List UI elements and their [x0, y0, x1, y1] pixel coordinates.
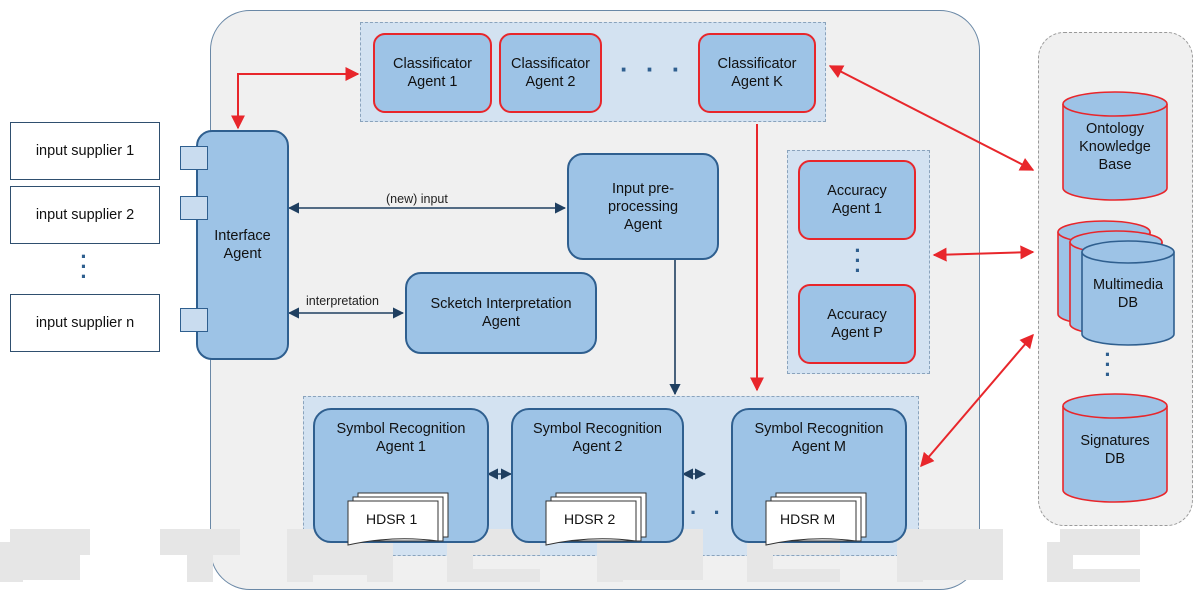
hdsr-1-icon	[347, 492, 449, 546]
classificator-agent-2: Classificator Agent 2	[499, 33, 602, 113]
supplier-ellipsis: · · ·	[80, 244, 88, 289]
link-classificator-ontology	[828, 65, 1035, 171]
ontology-db-label: Ontology Knowledge Base	[1079, 121, 1151, 173]
symbol-recognition-agent-m-label: Symbol Recognition Agent M	[754, 421, 884, 455]
link-symbol-multimedia	[920, 333, 1034, 468]
symbol-recognition-agent-1-label: Symbol Recognition Agent 1	[336, 421, 466, 455]
ontology-db-icon	[1062, 91, 1168, 201]
input-supplier-1-label: input supplier 1	[35, 143, 135, 159]
accuracy-agent-p: Accuracy Agent P	[798, 284, 916, 364]
symbol-recognition-agent-m: Symbol Recognition Agent M	[731, 408, 907, 543]
signatures-db-label: Signatures DB	[1080, 433, 1150, 467]
input-supplier-n-label: input supplier n	[35, 315, 135, 331]
classificator-agent-1: Classificator Agent 1	[373, 33, 492, 113]
input-preprocessing-agent: Input pre- processing Agent	[567, 153, 719, 260]
new-input-label: (new) input	[386, 192, 448, 206]
interface-agent-label: Interface Agent	[214, 228, 271, 262]
link-interface-classificator	[231, 67, 360, 130]
classificator-agent-k: Classificator Agent K	[698, 33, 816, 113]
accuracy-agent-1: Accuracy Agent 1	[798, 160, 916, 240]
classificator-agent-2-label: Classificator Agent 2	[511, 56, 590, 90]
multimedia-db-icon	[1057, 220, 1175, 346]
accuracy-ellipsis: · · ·	[854, 238, 862, 283]
accuracy-agent-1-label: Accuracy Agent 1	[827, 183, 887, 217]
classificator-agent-1-label: Classificator Agent 1	[393, 56, 472, 90]
port-2	[180, 196, 208, 220]
sketch-interpretation-agent: Scketch Interpretation Agent	[405, 272, 597, 354]
hdsr-stacks	[347, 492, 867, 546]
hdsr-2-icon	[545, 492, 647, 546]
port-1	[180, 146, 208, 170]
accuracy-agent-p-label: Accuracy Agent P	[827, 307, 887, 341]
multimedia-db-label: Multimedia DB	[1092, 277, 1164, 311]
hdsr-m-icon	[765, 492, 867, 546]
input-supplier-2-label: input supplier 2	[35, 207, 135, 223]
classificator-agent-k-label: Classificator Agent K	[717, 56, 797, 90]
sketch-interpretation-label: Scketch Interpretation Agent	[430, 296, 572, 330]
interface-agent: Interface Agent	[196, 130, 289, 360]
signatures-db-icon	[1062, 393, 1168, 503]
port-n	[180, 308, 208, 332]
symbol-recognition-agent-2-label: Symbol Recognition Agent 2	[533, 421, 662, 455]
input-supplier-n: input supplier n	[10, 294, 160, 352]
link-accuracy-multimedia	[932, 245, 1035, 262]
hdsr-m-label: HDSR M	[780, 511, 836, 527]
database-cylinders	[1057, 91, 1175, 503]
input-supplier-2: input supplier 2	[10, 186, 160, 244]
input-supplier-1: input supplier 1	[10, 122, 160, 180]
input-preprocessing-label: Input pre- processing Agent	[607, 180, 679, 233]
hdsr-1-label: HDSR 1	[366, 511, 418, 527]
hdsr-2-label: HDSR 2	[564, 511, 616, 527]
db-ellipsis: · · ·	[1104, 342, 1112, 387]
interpretation-label: interpretation	[306, 294, 379, 308]
